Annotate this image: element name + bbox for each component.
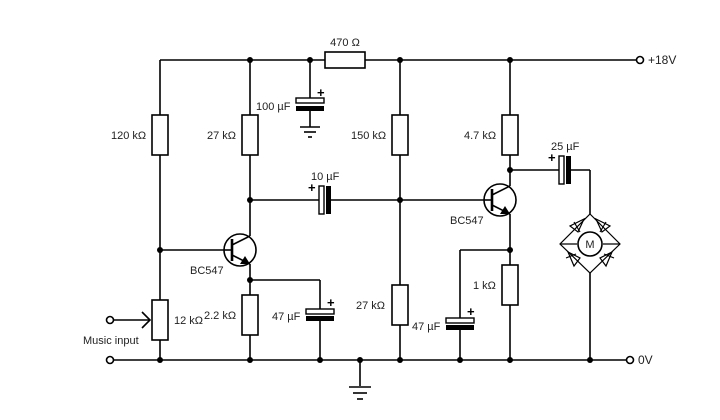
- label-c-47u-a: 47 µF: [272, 311, 301, 323]
- plate-positive: [295, 97, 325, 104]
- plate-positive: [445, 317, 475, 324]
- motor-symbol: [577, 231, 603, 257]
- plate-negative: [566, 156, 571, 184]
- label-r-120k: 120 kΩ: [111, 130, 146, 142]
- capacitor-10u: [318, 185, 331, 215]
- resistor-120k: [151, 114, 169, 156]
- plate-negative: [296, 106, 324, 111]
- label-r-470: 470 Ω: [330, 37, 360, 49]
- terminal-music-input[interactable]: [105, 315, 115, 325]
- resistor-12k-pot: [151, 299, 169, 341]
- plate-positive: [558, 155, 565, 185]
- polarity-c10u: +: [308, 180, 316, 195]
- label-c-47u-b: 47 µF: [412, 321, 441, 333]
- terminal-0v[interactable]: [625, 355, 635, 365]
- diode-tl: [568, 217, 586, 233]
- capacitor-100u: [295, 97, 325, 111]
- label-vplus: +18V: [648, 53, 676, 67]
- junctions: [157, 57, 593, 363]
- label-r-27k-a: 27 kΩ: [207, 130, 236, 142]
- label-q2: BC547: [450, 215, 484, 227]
- emitter-arrow: [240, 256, 250, 264]
- resistor-27k-b: [391, 284, 409, 326]
- motor-bridge: [559, 213, 621, 274]
- resistor-27k-a: [241, 114, 259, 156]
- capacitor-47u-a: [305, 308, 335, 321]
- plate-positive: [318, 185, 325, 215]
- diode-tr: [594, 217, 612, 233]
- plate-positive: [305, 308, 335, 315]
- plate-negative: [446, 325, 474, 330]
- resistors: [151, 51, 519, 341]
- capacitor-47u-b: [445, 317, 475, 330]
- pot-wiper-arrow: [141, 311, 152, 329]
- label-r-27k-b: 27 kΩ: [356, 300, 385, 312]
- terminal-input-ground[interactable]: [105, 355, 115, 365]
- ground-symbol-main: [349, 386, 371, 400]
- label-q1: BC547: [190, 265, 224, 277]
- label-motor: M: [585, 239, 594, 251]
- label-r-4k7: 4.7 kΩ: [464, 130, 496, 142]
- transistor-q2: [483, 183, 517, 217]
- transistor-q1: [223, 233, 257, 267]
- label-r-2k2: 2.2 kΩ: [204, 310, 236, 322]
- resistor-150k: [391, 114, 409, 156]
- label-r-12k: 12 kΩ: [174, 315, 203, 327]
- resistor-4k7: [501, 114, 519, 156]
- label-0v: 0V: [638, 353, 653, 367]
- label-r-150k: 150 kΩ: [351, 130, 386, 142]
- arrow-head: [141, 311, 152, 329]
- resistor-2k2: [241, 294, 259, 336]
- plate-negative: [326, 186, 331, 214]
- emitter-arrow: [500, 206, 510, 214]
- polarity-c47u-a: +: [327, 295, 335, 310]
- terminal-vplus[interactable]: [635, 55, 645, 65]
- polarity-c47u-b: +: [467, 304, 475, 319]
- polarity-c25u: +: [548, 150, 556, 165]
- polarity-c100u: +: [317, 85, 325, 100]
- label-r-1k: 1 kΩ: [473, 280, 496, 292]
- label-c-10u: 10 µF: [311, 171, 340, 183]
- label-c-100u: 100 µF: [256, 101, 291, 113]
- label-c-25u: 25 µF: [551, 141, 580, 153]
- wires: [113, 59, 636, 386]
- resistor-1k: [501, 264, 519, 306]
- ground-symbol-c100u: [300, 126, 320, 138]
- capacitor-25u: [558, 155, 571, 185]
- resistor-470: [324, 51, 366, 69]
- label-music-input: Music input: [83, 335, 139, 347]
- plate-negative: [306, 316, 334, 321]
